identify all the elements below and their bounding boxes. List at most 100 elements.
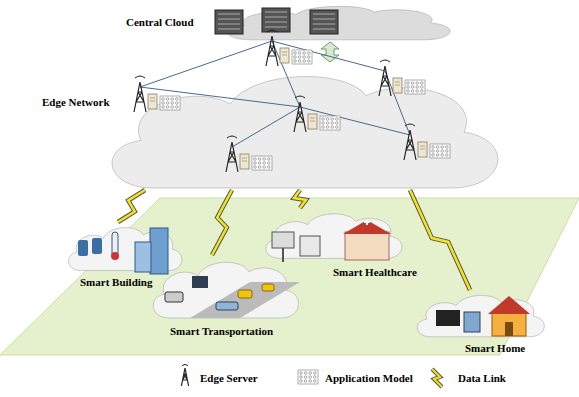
model-dot xyxy=(446,146,449,149)
device-stand xyxy=(282,248,284,262)
model-dot xyxy=(166,98,169,101)
rack-line xyxy=(265,27,287,28)
cloud-shape xyxy=(153,262,298,318)
application-model xyxy=(160,96,180,110)
model-dot xyxy=(298,60,301,63)
model-dot xyxy=(171,98,174,101)
cloud-outline xyxy=(90,62,515,202)
model-dot xyxy=(309,380,312,383)
link-outline xyxy=(118,190,145,222)
rack-line xyxy=(218,29,240,30)
server-slot xyxy=(242,158,247,161)
cloud-shape xyxy=(266,214,402,259)
network-cloud: Central Cloud xyxy=(120,2,465,42)
model-dot xyxy=(166,106,169,109)
rack-line xyxy=(265,12,287,13)
ground-plane xyxy=(0,198,579,355)
cloud-outline xyxy=(62,222,187,276)
model-dot xyxy=(304,372,307,375)
link-outline xyxy=(410,190,470,290)
server-box xyxy=(280,48,289,63)
model-dot xyxy=(326,122,329,125)
red-cross xyxy=(364,219,370,225)
phone xyxy=(92,238,102,254)
rack-line xyxy=(218,14,240,15)
model-dot xyxy=(258,166,261,169)
model-dot xyxy=(441,150,444,153)
model-dot xyxy=(407,86,410,89)
cloud-server-rack xyxy=(310,10,338,34)
rack-line xyxy=(218,24,240,25)
antenna-wave xyxy=(380,60,390,62)
model-dot xyxy=(254,166,257,169)
edge-server-tower xyxy=(226,142,238,172)
model-dot xyxy=(304,380,307,383)
rack-line xyxy=(313,19,335,20)
model-dot xyxy=(411,90,414,93)
edge-server-tower xyxy=(181,368,188,386)
server-box xyxy=(240,154,249,169)
model-dot xyxy=(432,150,435,153)
model-dot xyxy=(300,380,303,383)
rack-line xyxy=(218,19,240,20)
legend-label: Edge Server xyxy=(200,372,258,385)
legend-link-outline xyxy=(432,369,442,387)
model-dot xyxy=(258,162,261,165)
legend-icons xyxy=(181,364,442,387)
model-dot xyxy=(162,98,165,101)
network-link xyxy=(140,41,272,87)
server-slot xyxy=(150,98,155,101)
cloud-outline xyxy=(258,208,408,264)
model-dot xyxy=(294,52,297,55)
model-dot xyxy=(268,162,271,165)
bus xyxy=(216,302,238,310)
thermometer-bulb xyxy=(111,252,119,260)
model-dot xyxy=(336,126,339,129)
server-box xyxy=(148,94,157,109)
model-dot xyxy=(308,52,311,55)
model-dot xyxy=(436,146,439,149)
link-outline xyxy=(294,190,306,208)
car xyxy=(238,290,252,298)
model-dot xyxy=(298,52,301,55)
node-label: Smart Building xyxy=(80,276,152,289)
cloud-server-rack xyxy=(215,10,243,34)
traffic-camera xyxy=(165,292,183,302)
model-dot xyxy=(303,56,306,59)
link-bolt xyxy=(410,190,470,290)
application-model xyxy=(320,116,340,130)
cloud-outline xyxy=(145,255,305,325)
model-dot xyxy=(268,158,271,161)
application-model xyxy=(292,50,312,64)
model-dot xyxy=(176,106,179,109)
edge-server-tower xyxy=(404,130,416,160)
scenario-cloud: Smart Home xyxy=(410,290,555,355)
model-dot xyxy=(331,118,334,121)
model-dot xyxy=(331,122,334,125)
edge-server-tower xyxy=(134,82,146,112)
data-link xyxy=(410,190,470,290)
server-box xyxy=(393,78,402,93)
medical-device xyxy=(300,236,320,256)
model-dot xyxy=(421,82,424,85)
hospital-roof xyxy=(343,220,391,234)
link-outline xyxy=(212,190,232,255)
node-label: Central Cloud xyxy=(126,16,194,29)
network-link xyxy=(300,107,410,135)
model-dot xyxy=(308,60,311,63)
model-dot xyxy=(436,150,439,153)
model-dot xyxy=(432,146,435,149)
model-dot xyxy=(416,90,419,93)
model-dot xyxy=(171,106,174,109)
thermometer xyxy=(112,232,118,256)
office-building xyxy=(150,228,168,274)
network-cloud: Edge Network xyxy=(40,62,515,190)
